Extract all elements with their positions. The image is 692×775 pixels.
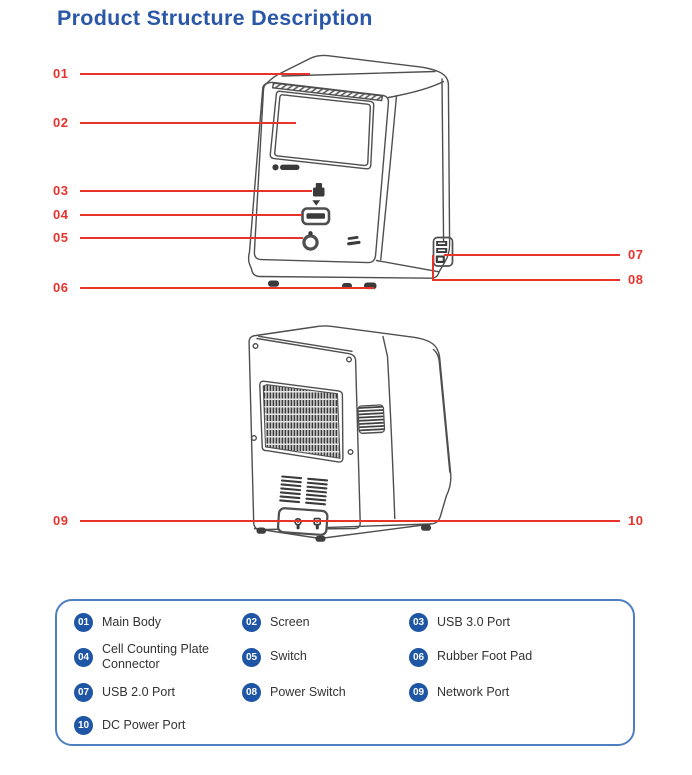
legend-item-rubber-foot-pad: 06 Rubber Foot Pad <box>409 647 633 667</box>
top-face-seam <box>281 70 436 77</box>
callout-02-label: 02 <box>53 115 69 130</box>
side-panel-seam <box>382 335 396 520</box>
legend-item-label: Cell Counting Plate Connector <box>102 641 210 671</box>
legend-number-badge: 09 <box>409 683 428 702</box>
legend-number-badge: 04 <box>74 647 93 667</box>
switch-button-nub <box>308 231 313 236</box>
screen-inner-outline <box>274 94 372 167</box>
callout-03-line <box>80 190 312 192</box>
legend-item-label: USB 3.0 Port <box>437 614 510 629</box>
legend-number-badge: 10 <box>74 716 93 735</box>
legend-number-badge: 06 <box>409 647 428 667</box>
corner-screws <box>251 343 354 455</box>
callout-08-line <box>432 279 620 281</box>
legend-number-badge: 07 <box>74 683 93 702</box>
callout-06-line <box>80 287 374 289</box>
right-edge-inner-line <box>441 78 445 245</box>
callout-01-label: 01 <box>53 66 69 81</box>
callout-01-line <box>80 73 310 75</box>
callout-05-line <box>80 237 303 239</box>
brand-logo <box>272 164 300 171</box>
page-title: Product Structure Description <box>57 6 373 30</box>
legend-item-main-body: 01 Main Body <box>74 613 242 632</box>
legend-item-network-port: 09 Network Port <box>409 683 633 702</box>
legend-box: 01 Main Body 02 Screen 03 USB 3.0 Port 0… <box>55 599 635 746</box>
rubber-foot-pads <box>256 524 431 542</box>
callout-02-line <box>80 122 296 124</box>
callout-09-label: 09 <box>53 513 69 528</box>
legend-item-label: Screen <box>270 614 310 629</box>
callout-08-label: 08 <box>628 272 644 287</box>
legend-number-badge: 08 <box>242 683 261 702</box>
legend-item-label: Network Port <box>437 684 510 699</box>
legend-item-label: USB 2.0 Port <box>102 684 175 699</box>
legend-item-power-switch: 08 Power Switch <box>242 683 409 702</box>
bottom-vent-slats <box>279 475 329 506</box>
callout-07-label: 07 <box>628 247 644 262</box>
slot-arrow-mark <box>312 200 321 206</box>
legend-item-switch: 05 Switch <box>242 647 409 667</box>
legend-number-badge: 01 <box>74 613 93 632</box>
callout-08-line-vertical <box>432 255 434 281</box>
legend-item-label: Main Body <box>102 614 162 629</box>
legend-item-label: Switch <box>270 649 307 664</box>
callout-07-line <box>444 254 620 256</box>
legend-item-usb2-port: 07 USB 2.0 Port <box>74 683 242 702</box>
top-face-seam <box>258 335 353 352</box>
device-front-view-drawing <box>247 54 454 290</box>
vent-grille-frame <box>259 380 344 463</box>
corner-edge-line <box>387 80 445 99</box>
legend-item-dc-power-port: 10 DC Power Port <box>74 716 242 735</box>
legend-item-usb3-port: 03 USB 3.0 Port <box>409 613 633 632</box>
plate-connector-slot-opening <box>306 213 325 219</box>
side-port-panel <box>432 236 454 267</box>
legend-item-label: Rubber Foot Pad <box>437 649 533 664</box>
device-rear-view-drawing <box>248 325 452 542</box>
screen-outline <box>269 90 375 170</box>
callout-04-line <box>80 214 302 216</box>
vent-grille-mesh <box>262 384 341 459</box>
side-vent-grille <box>357 404 386 435</box>
callout-10-label: 10 <box>628 513 644 528</box>
base-side-line <box>375 259 440 273</box>
legend-item-plate-connector: 04 Cell Counting Plate Connector <box>74 642 242 673</box>
legend-number-badge: 05 <box>242 647 261 667</box>
callout-09-10-line <box>80 520 620 522</box>
legend-number-badge: 02 <box>242 613 261 632</box>
legend-item-label: DC Power Port <box>102 717 186 732</box>
corner-vertical-line <box>380 95 398 261</box>
callout-06-label: 06 <box>53 280 69 295</box>
plate-connector-slot-frame <box>301 207 331 226</box>
callout-05-label: 05 <box>53 230 69 245</box>
right-edge-inner-line <box>432 348 451 473</box>
top-edge-hatch-band <box>271 82 384 102</box>
back-panel-outline <box>256 337 361 531</box>
callout-03-label: 03 <box>53 183 69 198</box>
legend-number-badge: 03 <box>409 613 428 632</box>
port-highlights <box>437 242 446 261</box>
legend-item-label: Power Switch <box>270 684 346 699</box>
legend-item-screen: 02 Screen <box>242 613 409 632</box>
certification-marks <box>347 236 361 246</box>
switch-button-ring <box>302 234 319 251</box>
usb3-port-icon <box>313 183 325 197</box>
callout-04-label: 04 <box>53 207 69 222</box>
